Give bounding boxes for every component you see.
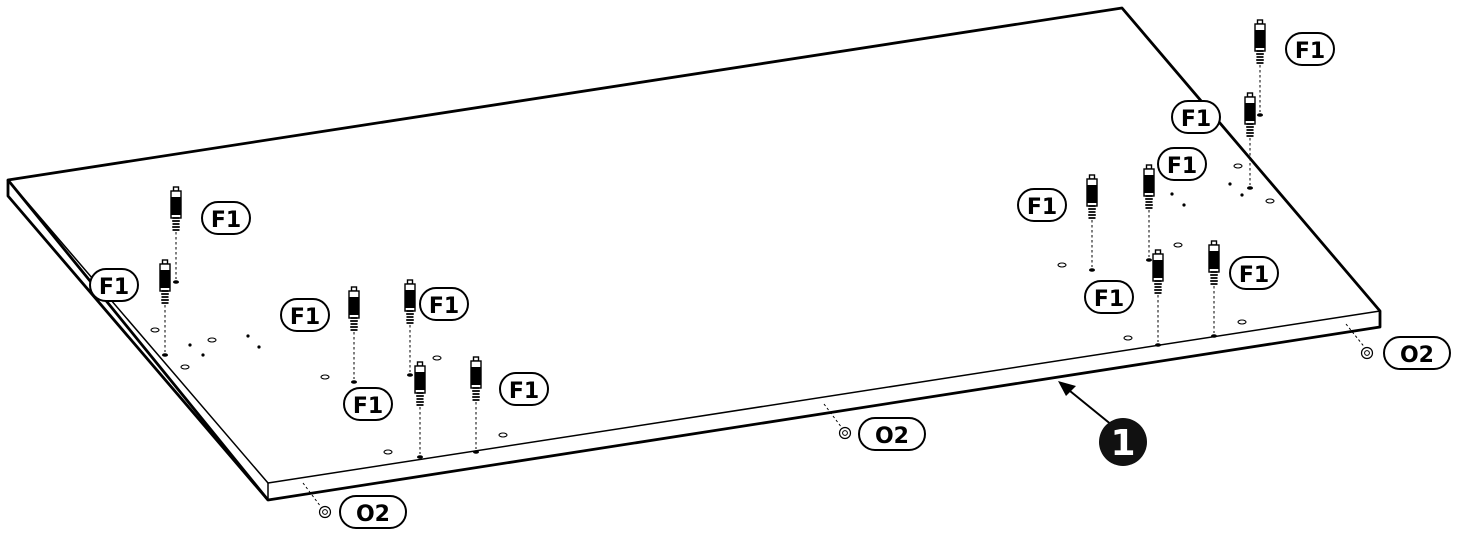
svg-text:F1: F1 [353, 394, 383, 419]
cam-lock-icon [1345, 323, 1374, 360]
cam-bolt-icon [1254, 19, 1266, 118]
part-callout-f1: F1 [1229, 256, 1279, 290]
cam-lock-icon [302, 482, 332, 519]
cam-lock-icon [823, 403, 852, 440]
svg-text:O2: O2 [875, 424, 909, 449]
part-callout-f1: F1 [1285, 32, 1335, 66]
panel-number-badge: 1 [1099, 418, 1147, 466]
part-callout-o2: O2 [858, 417, 926, 451]
svg-text:F1: F1 [509, 379, 539, 404]
board-holes [150, 163, 1275, 455]
svg-text:F1: F1 [1295, 39, 1325, 64]
svg-text:F1: F1 [290, 305, 320, 330]
part-callout-o2: O2 [339, 495, 407, 529]
svg-text:F1: F1 [1239, 263, 1269, 288]
svg-text:F1: F1 [1181, 107, 1211, 132]
svg-text:F1: F1 [99, 275, 129, 300]
svg-text:O2: O2 [1400, 343, 1434, 368]
part-callout-f1: F1 [343, 387, 393, 421]
part-callout-f1: F1 [201, 201, 251, 235]
part-callout-o2: O2 [1383, 336, 1451, 370]
part-callout-f1: F1 [280, 298, 330, 332]
part-callout-f1: F1 [1171, 100, 1221, 134]
svg-text:F1: F1 [211, 208, 241, 233]
part-callout-f1: F1 [1084, 280, 1134, 314]
svg-text:F1: F1 [429, 294, 459, 319]
pilot-holes [188, 182, 1244, 357]
part-callout-f1: F1 [89, 268, 139, 302]
svg-text:F1: F1 [1167, 154, 1197, 179]
part-callout-f1: F1 [1017, 188, 1067, 222]
svg-text:O2: O2 [356, 502, 390, 527]
svg-text:F1: F1 [1027, 195, 1057, 220]
svg-text:F1: F1 [1094, 287, 1124, 312]
part-callout-f1: F1 [1157, 147, 1207, 181]
part-callout-f1: F1 [419, 287, 469, 321]
board-panel [6, 6, 1382, 502]
part-callout-f1: F1 [499, 372, 549, 406]
svg-text:1: 1 [1110, 423, 1135, 464]
